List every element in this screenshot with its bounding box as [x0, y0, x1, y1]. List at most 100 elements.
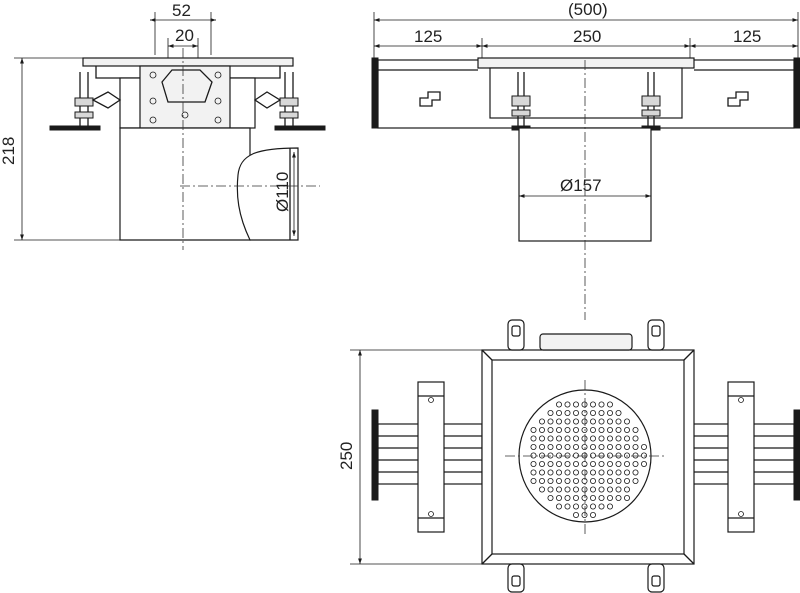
grate-hole [615, 418, 622, 425]
grate-hole [607, 418, 614, 425]
dim-plan-size: 250 [337, 442, 356, 470]
grate-hole [624, 452, 631, 459]
grate-hole [581, 503, 588, 510]
grate-hole [547, 452, 554, 459]
grate-hole [615, 452, 622, 459]
grate-hole [590, 512, 597, 519]
grate-hole [581, 452, 588, 459]
grate-hole [607, 443, 614, 450]
grate-hole [556, 469, 563, 476]
grate-hole [615, 486, 622, 493]
grate-hole [564, 477, 571, 484]
grate-hole [564, 418, 571, 425]
plan-view: 250 [337, 319, 800, 593]
grate-hole [564, 452, 571, 459]
grate-hole [573, 486, 580, 493]
grate-hole [539, 418, 546, 425]
grate-hole [590, 486, 597, 493]
grate-hole [598, 494, 605, 501]
side-view: 52 20 218 [0, 1, 326, 250]
grate-hole [530, 460, 537, 467]
grate-hole [590, 443, 597, 450]
grate-hole [539, 426, 546, 433]
grate-hole [547, 477, 554, 484]
grate-hole [598, 435, 605, 442]
grate-hole [539, 443, 546, 450]
grate-hole [556, 418, 563, 425]
grate-hole [615, 443, 622, 450]
grate-hole [607, 435, 614, 442]
grate-hole [598, 409, 605, 416]
grate-hole [547, 443, 554, 450]
grate-hole [564, 486, 571, 493]
grate-hole [641, 460, 648, 467]
grate-hole [556, 443, 563, 450]
grate-hole [615, 409, 622, 416]
grate-hole [581, 469, 588, 476]
grate-hole [624, 443, 631, 450]
grate-hole [590, 409, 597, 416]
grate-hole [530, 469, 537, 476]
grate-hole [581, 401, 588, 408]
grate-hole [556, 401, 563, 408]
grate-hole [573, 418, 580, 425]
grate-hole [564, 503, 571, 510]
grate-hole [573, 426, 580, 433]
grate-hole [556, 435, 563, 442]
grate-hole [573, 494, 580, 501]
grate-hole [590, 460, 597, 467]
grate-hole [530, 452, 537, 459]
grate-hole [581, 512, 588, 519]
grate-hole [564, 494, 571, 501]
grate-hole [641, 443, 648, 450]
grate-hole [564, 460, 571, 467]
grate-hole [539, 435, 546, 442]
grate-hole [556, 486, 563, 493]
grate-hole [624, 494, 631, 501]
grate-hole [615, 469, 622, 476]
grate-hole [590, 477, 597, 484]
grate-hole [615, 477, 622, 484]
grate-hole [598, 477, 605, 484]
grate-hole [615, 435, 622, 442]
grate-perforation [530, 401, 648, 519]
grate-hole [607, 494, 614, 501]
grate-hole [581, 486, 588, 493]
grate-hole [607, 469, 614, 476]
grate-hole [564, 435, 571, 442]
grate-hole [624, 460, 631, 467]
grate-hole [598, 503, 605, 510]
grate-hole [556, 460, 563, 467]
grate-hole [573, 409, 580, 416]
grate-hole [598, 418, 605, 425]
grate-hole [556, 452, 563, 459]
grate-hole [607, 426, 614, 433]
dim-front-right: 125 [733, 27, 761, 46]
grate-hole [530, 426, 537, 433]
front-view: (500) 125 250 125 [371, 0, 800, 320]
grate-hole [598, 401, 605, 408]
grate-hole [564, 401, 571, 408]
grate-hole [581, 409, 588, 416]
grate-hole [632, 452, 639, 459]
grate-hole [573, 460, 580, 467]
grate-hole [615, 460, 622, 467]
grate-hole [581, 494, 588, 501]
grate-hole [556, 477, 563, 484]
grate-hole [530, 443, 537, 450]
dim-side-outlet-width: 20 [175, 26, 194, 45]
grate-hole [547, 460, 554, 467]
grate-hole [564, 426, 571, 433]
grate-hole [590, 401, 597, 408]
grate-hole [581, 460, 588, 467]
grate-hole [607, 401, 614, 408]
dim-side-outlet-diameter: Ø110 [273, 172, 292, 212]
grate-hole [590, 503, 597, 510]
dim-front-total: (500) [568, 0, 608, 19]
grate-hole [573, 469, 580, 476]
grate-hole [573, 477, 580, 484]
grate-hole [632, 443, 639, 450]
grate-hole [607, 503, 614, 510]
grate-hole [598, 426, 605, 433]
grate-hole [564, 469, 571, 476]
